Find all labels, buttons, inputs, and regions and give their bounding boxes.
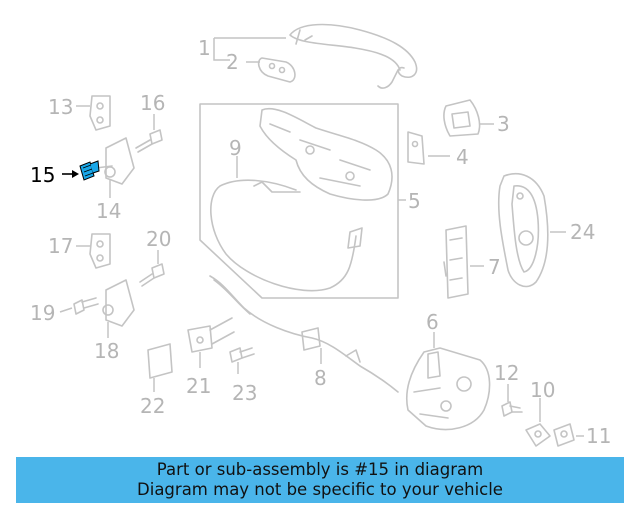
part-15-bolt-highlighted[interactable]: [62, 160, 100, 181]
banner-line-1: Part or sub-assembly is #15 in diagram: [156, 460, 484, 479]
callout-24[interactable]: 24: [570, 220, 595, 244]
part-7-lock-cover[interactable]: [443, 225, 469, 299]
part-8-rod[interactable]: [209, 275, 399, 393]
callout-13[interactable]: 13: [48, 95, 73, 119]
callout-20[interactable]: 20: [146, 227, 171, 251]
part-24-seal[interactable]: [497, 172, 549, 288]
part-14-hinge[interactable]: [95, 137, 135, 185]
callout-8[interactable]: 8: [314, 366, 327, 390]
callout-7[interactable]: 7: [488, 255, 501, 279]
callout-15[interactable]: 15: [30, 163, 55, 187]
callout-11[interactable]: 11: [586, 424, 611, 448]
callout-21[interactable]: 21: [186, 374, 211, 398]
part-19-bolt[interactable]: [73, 297, 99, 315]
part-9-cable[interactable]: [210, 179, 363, 292]
part-1-door-handle[interactable]: [289, 23, 418, 89]
part-3-handle-bezel[interactable]: [443, 99, 481, 137]
part-23-bolt[interactable]: [229, 347, 255, 363]
callout-6[interactable]: 6: [426, 310, 439, 334]
part-5-handle-frame-assembly[interactable]: [199, 103, 399, 299]
banner-line-2: Diagram may not be specific to your vehi…: [137, 480, 503, 499]
callout-2[interactable]: 2: [226, 50, 239, 74]
part-13-hinge-plate[interactable]: [89, 95, 111, 131]
callout-1[interactable]: 1: [198, 36, 211, 60]
part-22-pad[interactable]: [147, 343, 173, 379]
callout-4[interactable]: 4: [456, 145, 469, 169]
callout-9[interactable]: 9: [229, 136, 242, 160]
info-banner: Part or sub-assembly is #15 in diagram D…: [16, 457, 624, 503]
part-6-latch[interactable]: [406, 347, 491, 431]
callout-17[interactable]: 17: [48, 234, 73, 258]
callout-16[interactable]: 16: [140, 91, 165, 115]
callout-3[interactable]: 3: [497, 112, 510, 136]
callout-10[interactable]: 10: [530, 378, 555, 402]
part-16-bolt[interactable]: [135, 129, 163, 153]
part-18-hinge[interactable]: [102, 279, 135, 327]
callout-12[interactable]: 12: [494, 361, 519, 385]
part-17-hinge-plate[interactable]: [89, 233, 111, 269]
part-2-handle-cap[interactable]: [257, 57, 296, 83]
callout-18[interactable]: 18: [94, 339, 119, 363]
callout-5[interactable]: 5: [408, 189, 421, 213]
part-4-bracket[interactable]: [407, 131, 425, 165]
callout-23[interactable]: 23: [232, 381, 257, 405]
part-21-clip[interactable]: [187, 317, 235, 353]
part-10-striker[interactable]: [525, 423, 551, 447]
callout-14[interactable]: 14: [96, 199, 121, 223]
callout-19[interactable]: 19: [30, 301, 55, 325]
part-12-screw[interactable]: [501, 401, 523, 417]
part-11-shim[interactable]: [553, 423, 575, 447]
callout-22[interactable]: 22: [140, 394, 165, 418]
part-20-bolt[interactable]: [139, 263, 165, 287]
